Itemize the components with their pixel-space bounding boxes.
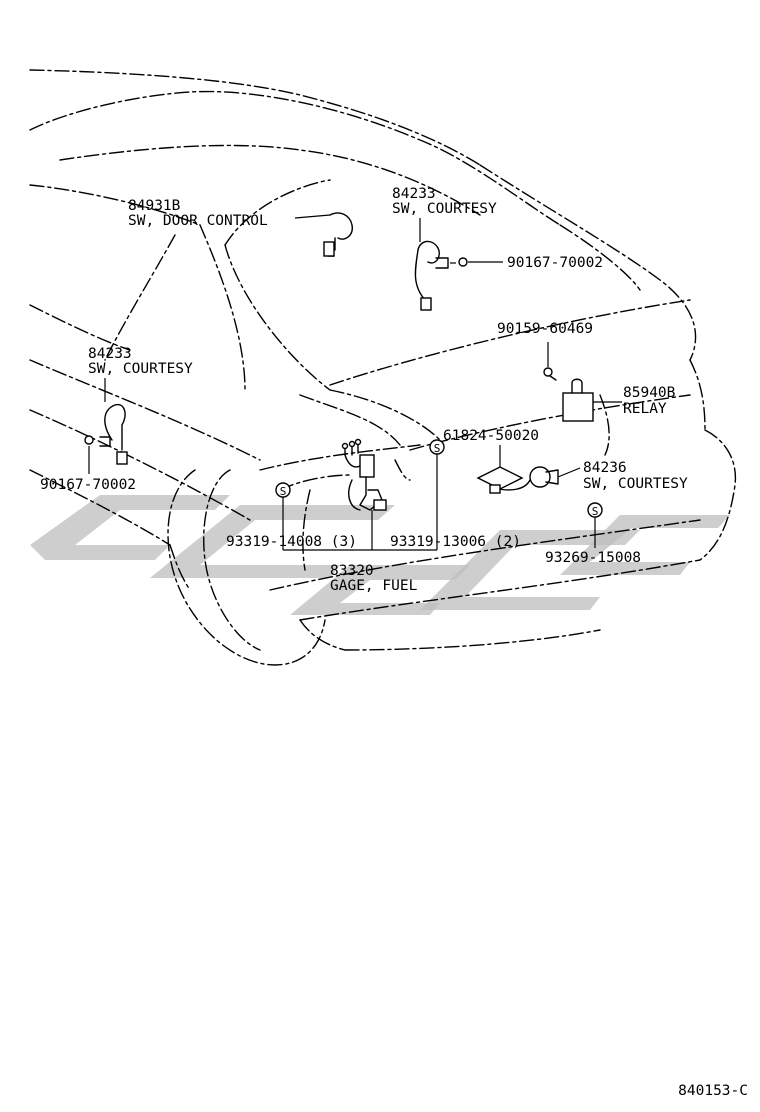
label-84236-name: SW, COURTESY	[583, 476, 688, 492]
fuel-gauge-part	[341, 438, 387, 550]
figure-id: 840153-C	[678, 1083, 748, 1099]
label-84233-top-number: 84233	[392, 186, 436, 202]
gauge-bracket-ends	[282, 535, 438, 550]
label-93269: 93269-15008	[545, 550, 641, 566]
courtesy-switch-right-part	[489, 466, 581, 494]
label-84233-top-name: SW, COURTESY	[392, 201, 497, 217]
watermark-logo	[30, 495, 730, 615]
screw-mark-1: S	[280, 485, 287, 498]
label-90167-right: 90167-70002	[507, 255, 603, 271]
screw-symbols: S S S	[275, 439, 603, 548]
courtesy-switch-left-part	[84, 378, 128, 474]
label-84233-left-number: 84233	[88, 346, 132, 362]
label-90159: 90159-60469	[497, 321, 593, 337]
pad-61824-part	[476, 445, 524, 490]
label-85940b-number: 85940B	[623, 385, 676, 401]
label-61824: 61824-50020	[443, 428, 539, 444]
label-84931b-number: 84931B	[128, 198, 181, 214]
label-83320-name: GAGE, FUEL	[330, 578, 418, 594]
courtesy-switch-top-part	[414, 218, 503, 311]
relay-part	[562, 378, 622, 422]
screw-mark-3: S	[592, 505, 599, 518]
label-93319-14008: 93319-14008 (3)	[226, 534, 357, 550]
label-84233-left-name: SW, COURTESY	[88, 361, 193, 377]
label-83320-number: 83320	[330, 563, 374, 579]
bolt-90159-part	[543, 342, 557, 381]
label-84236-number: 84236	[583, 460, 627, 476]
door-control-switch-part	[294, 212, 353, 257]
label-93319-13006: 93319-13006 (2)	[390, 534, 521, 550]
label-85940b-name: RELAY	[623, 401, 667, 417]
screw-mark-2: S	[434, 442, 441, 455]
label-84931b-name: SW, DOOR CONTROL	[128, 213, 268, 229]
label-90167-left: 90167-70002	[40, 477, 136, 493]
vehicle-body-outline	[29, 69, 737, 666]
